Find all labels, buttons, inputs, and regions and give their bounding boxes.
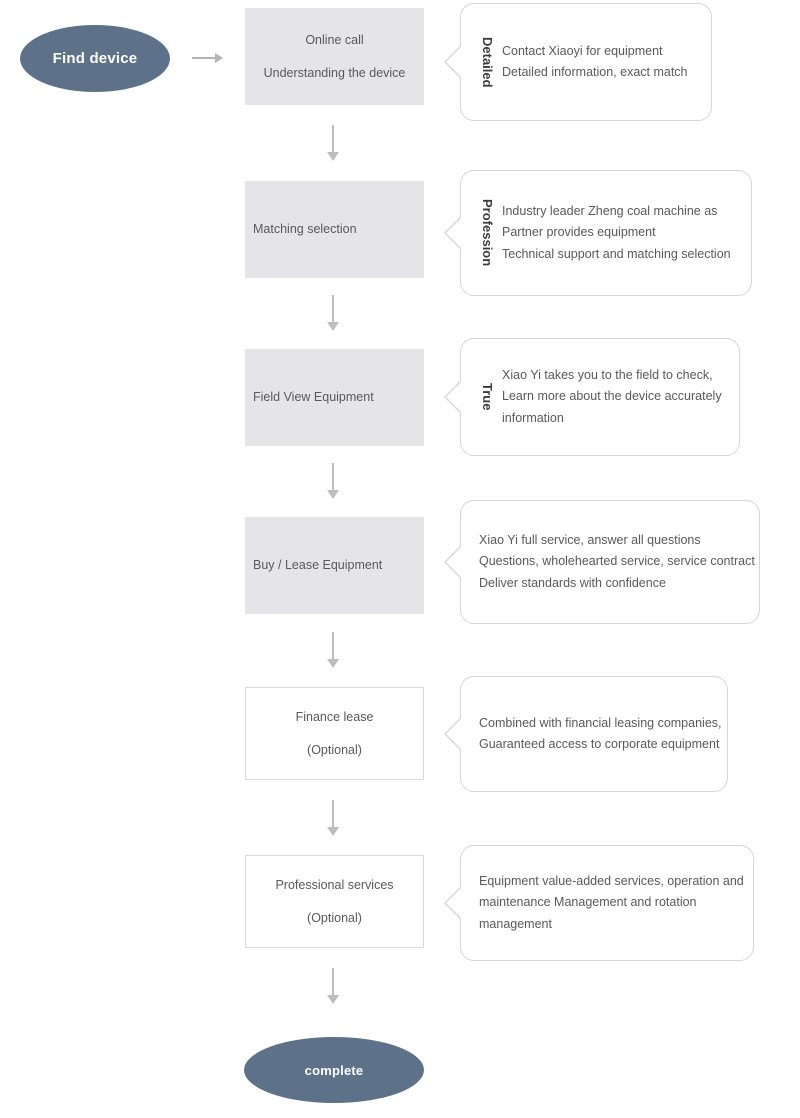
process-box-line: Matching selection [253,222,357,237]
callout-line: Deliver standards with confidence [479,575,666,590]
callout-finance[interactable]: Combined with financial leasing companie… [444,676,728,792]
process-box-online-call[interactable]: Online call Understanding the device [245,8,424,105]
callout-value-added[interactable]: Equipment value-added services, operatio… [444,845,754,961]
callout-line: management [479,916,552,931]
callout-line: Detailed information, exact match [502,65,688,79]
arrow-head [327,322,339,331]
callout-line: Learn more about the device accurately [502,389,722,404]
process-box-line: Finance lease [295,709,374,724]
callout-detailed[interactable]: Detailed Contact Xiaoyi for equipment De… [444,3,712,121]
callout-line: Partner provides equipment [502,225,656,240]
callout-profession[interactable]: Profession Industry leader Zheng coal ma… [444,170,752,296]
arrow-down-icon [326,968,340,1004]
process-box-line: Buy / Lease Equipment [253,558,383,573]
callout-true[interactable]: True Xiao Yi takes you to the field to c… [444,338,740,456]
callout-line: Questions, wholehearted service, service… [479,554,755,569]
callout-line: Contact Xiaoyi for equipment [502,43,663,58]
callout-body: Xiao Yi full service, answer all questio… [461,530,769,595]
process-box-line: Online call [305,32,364,47]
arrow-down-icon [326,800,340,836]
callout-line: information [502,410,564,425]
process-box-finance-lease[interactable]: Finance lease (Optional) [245,687,424,780]
arrow-shaft [332,295,334,323]
arrow-shaft [192,57,216,59]
process-box-line: (Optional) [307,742,362,757]
callout-tail-fill [446,717,463,751]
arrow-head [327,827,339,836]
end-node-complete[interactable]: complete [244,1037,424,1103]
callout-tail-fill [446,45,463,79]
arrow-right-icon [192,46,228,70]
arrow-head [327,152,339,161]
callout-line: Xiao Yi takes you to the field to check, [502,367,713,382]
process-box-professional-services[interactable]: Professional services (Optional) [245,855,424,948]
arrow-down-icon [326,125,340,161]
callout-line: Technical support and matching selection [502,246,731,261]
arrow-shaft [332,125,334,153]
callout-service[interactable]: Xiao Yi full service, answer all questio… [444,500,760,624]
callout-line: maintenance Management and rotation [479,895,697,910]
callout-line: Industry leader Zheng coal machine as [502,203,718,218]
arrow-head [215,53,223,63]
callout-tail-fill [446,886,463,920]
process-box-line: Field View Equipment [253,390,374,405]
callout-body: Industry leader Zheng coal machine as Pa… [502,201,745,266]
start-node-find-device[interactable]: Find device [20,25,170,92]
process-box-line: Understanding the device [263,65,406,80]
start-node-label: Find device [52,50,138,67]
process-box-line: Professional services [275,877,394,892]
arrow-down-icon [326,295,340,331]
arrow-shaft [332,463,334,491]
callout-body: Combined with financial leasing companie… [461,713,736,756]
callout-vertical-label: Detailed [480,36,495,88]
callout-vertical-label: True [480,383,495,411]
callout-body: Xiao Yi takes you to the field to check,… [502,365,736,430]
arrow-down-icon [326,463,340,499]
process-box-matching-selection[interactable]: Matching selection [245,181,424,278]
process-box-line: (Optional) [307,910,362,925]
callout-vertical-label: Profession [480,199,495,267]
arrow-shaft [332,632,334,660]
callout-body: Contact Xiaoyi for equipment Detailed in… [502,41,702,84]
arrow-down-icon [326,632,340,668]
callout-tail-fill [446,216,463,250]
arrow-shaft [332,968,334,996]
arrow-head [327,995,339,1004]
process-box-field-view-equipment[interactable]: Field View Equipment [245,349,424,446]
callout-body: Equipment value-added services, operatio… [461,871,758,936]
arrow-shaft [332,800,334,828]
callout-line: Xiao Yi full service, answer all questio… [479,532,701,547]
arrow-head [327,659,339,668]
end-node-label: complete [304,1062,364,1078]
callout-line: Equipment value-added services, operatio… [479,873,744,888]
callout-tail-fill [446,545,463,579]
process-box-buy-lease-equipment[interactable]: Buy / Lease Equipment [245,517,424,614]
arrow-head [327,490,339,499]
callout-line: Guaranteed access to corporate equipment [479,737,720,751]
callout-tail-fill [446,380,463,414]
callout-line: Combined with financial leasing companie… [479,715,722,730]
